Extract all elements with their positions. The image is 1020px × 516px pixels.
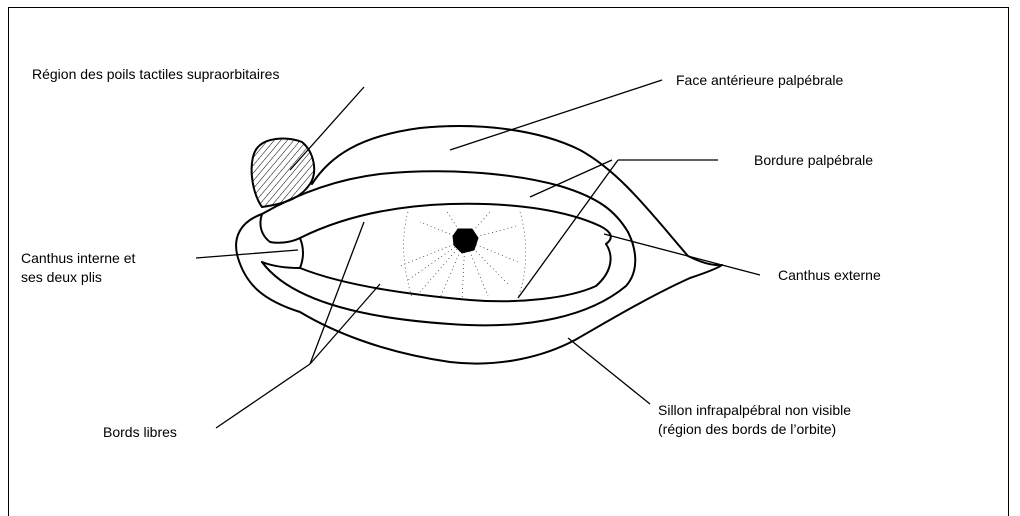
leader-outer-canthus — [604, 234, 760, 275]
supraorbital-hair-region — [252, 139, 315, 207]
label-inner-canthus-line1: Canthus interne et — [21, 249, 135, 268]
label-infrapalpebral-line2: (région des bords de l’orbite) — [658, 420, 851, 439]
label-outer-canthus: Canthus externe — [778, 266, 881, 285]
label-infrapalpebral-line1: Sillon infrapalpébral non visible — [658, 401, 851, 420]
lower-eyelid-outline — [262, 232, 635, 325]
leader-infrapalpebral — [568, 338, 650, 404]
iris-texture — [400, 210, 526, 300]
inner-canthus-curve — [300, 238, 303, 268]
inner-canthus-fold-upper — [260, 214, 300, 243]
label-inner-canthus: Canthus interne et ses deux plis — [21, 249, 135, 287]
inner-canthus-fold-lower — [262, 262, 300, 268]
upper-eyelid-outline — [312, 126, 722, 265]
leader-inner-canthus — [196, 250, 298, 258]
label-supraorbital: Région des poils tactiles supraorbitaire… — [32, 65, 279, 84]
leader-palpebral-border-a — [530, 160, 612, 197]
label-infrapalpebral: Sillon infrapalpébral non visible (régio… — [658, 401, 851, 439]
label-anterior-face: Face antérieure palpébrale — [676, 71, 843, 90]
label-inner-canthus-line2: ses deux plis — [21, 268, 135, 287]
leader-supraorbital — [290, 87, 364, 170]
eye-outer-contour — [236, 214, 722, 364]
label-palpebral-border: Bordure palpébrale — [754, 151, 873, 170]
leader-free-edges-a — [310, 222, 364, 364]
leader-free-edges-c — [216, 364, 310, 428]
lower-eyelid-free-edge — [300, 244, 611, 301]
label-free-edges: Bords libres — [103, 423, 177, 442]
